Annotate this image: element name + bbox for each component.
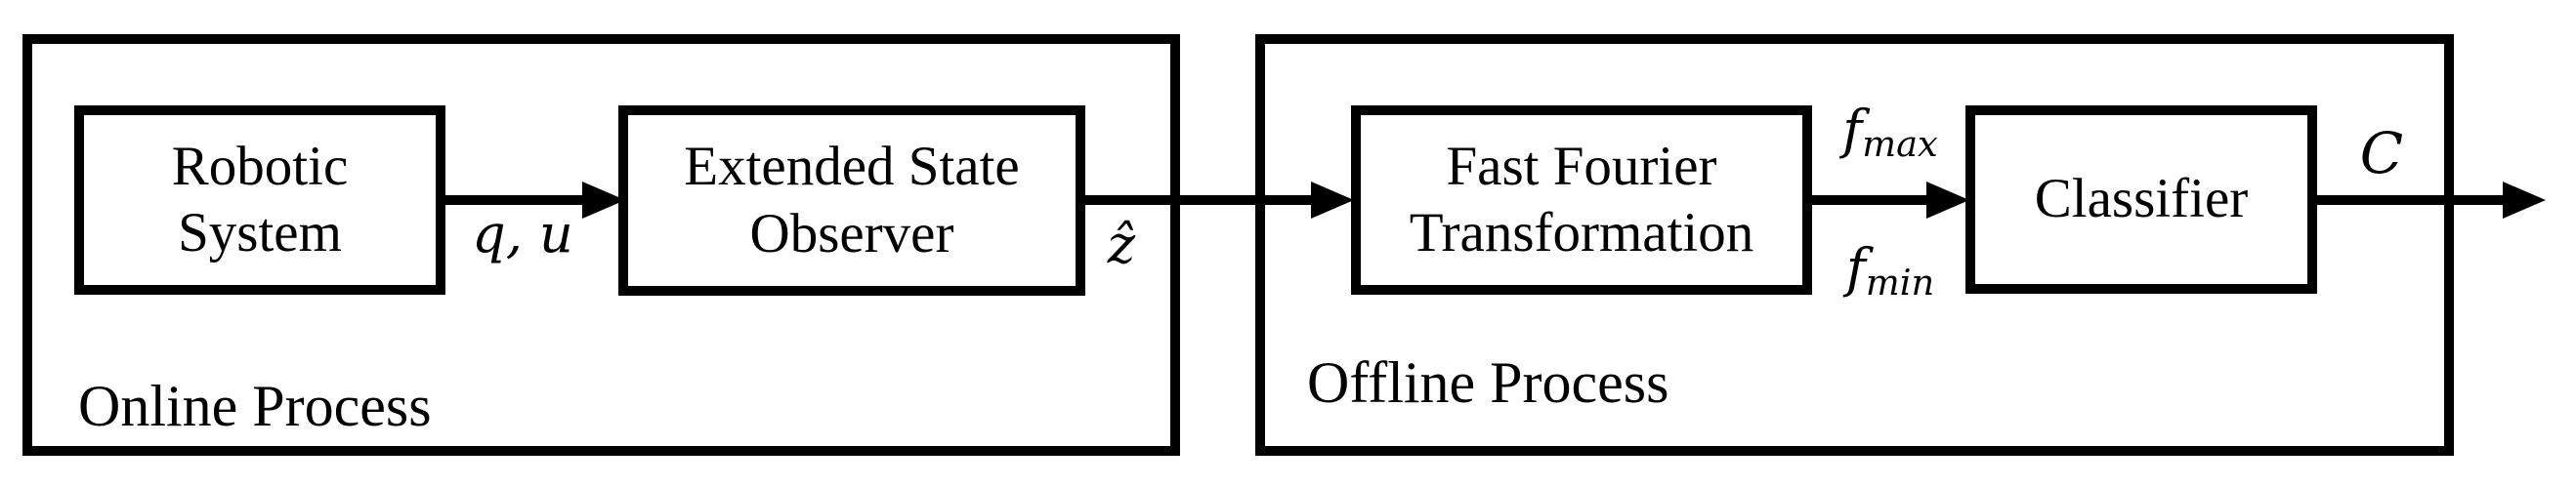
signal-fmin-base: f (1845, 237, 1866, 299)
signal-label-fmin: fmin (1807, 242, 1973, 302)
offline-process-label: Offline Process (1307, 350, 1669, 415)
fast-fourier-transformation-block: Fast Fourier Transformation (1351, 105, 1812, 295)
online-process-label: Online Process (78, 374, 432, 438)
block-label-line: System (178, 202, 342, 264)
block-label-line: Fast Fourier (1446, 135, 1717, 197)
robotic-system-block: Robotic System (74, 105, 445, 295)
classifier-block: Classifier (1965, 105, 2317, 294)
arrowhead-output (2503, 182, 2546, 219)
wire-classifier-output (2307, 195, 2505, 205)
block-label-line: Observer (749, 202, 954, 264)
block-label-line: Extended State (684, 136, 1020, 198)
arrowhead-into-eso (582, 182, 625, 219)
arrowhead-into-fft (1311, 182, 1354, 219)
signal-label-qu: q, u (472, 203, 573, 264)
wire-fft-to-classifier (1802, 195, 1930, 205)
online-process-container (22, 34, 1180, 456)
wire-robotic-to-eso (440, 195, 586, 205)
wire-eso-to-fft (1076, 195, 1315, 205)
signal-fmin-subscript: min (1865, 262, 1935, 304)
block-label-line: Robotic (171, 135, 349, 197)
block-label-line: Transformation (1409, 202, 1754, 264)
signal-label-fmax: fmax (1807, 103, 1973, 163)
signal-label-c: C (2359, 120, 2404, 186)
offline-process-container (1255, 34, 2454, 456)
extended-state-observer-block: Extended State Observer (618, 105, 1085, 296)
arrowhead-into-classifier (1926, 182, 1969, 219)
signal-label-zhat: ẑ (1107, 214, 1136, 275)
signal-fmax-subscript: max (1862, 123, 1938, 166)
signal-fmax-base: f (1842, 99, 1863, 160)
block-label-line: Classifier (2034, 168, 2249, 230)
